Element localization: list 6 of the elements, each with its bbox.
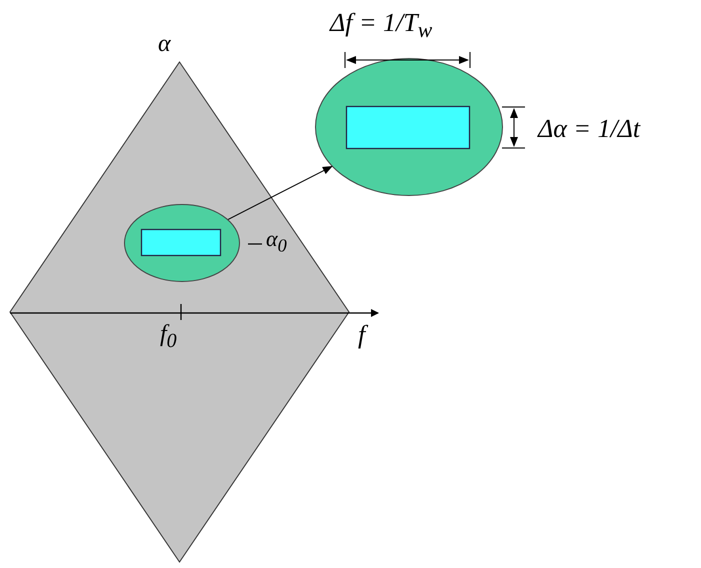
math-label: Δα = 1/Δt (538, 116, 640, 142)
math-label: α$_{0}$ (266, 228, 287, 255)
math-label: f$_{0}$ (160, 322, 177, 351)
arrow (228, 166, 333, 220)
math-label: Δf = 1/T$_{w}$ (330, 10, 432, 42)
math-label: α (158, 32, 171, 56)
